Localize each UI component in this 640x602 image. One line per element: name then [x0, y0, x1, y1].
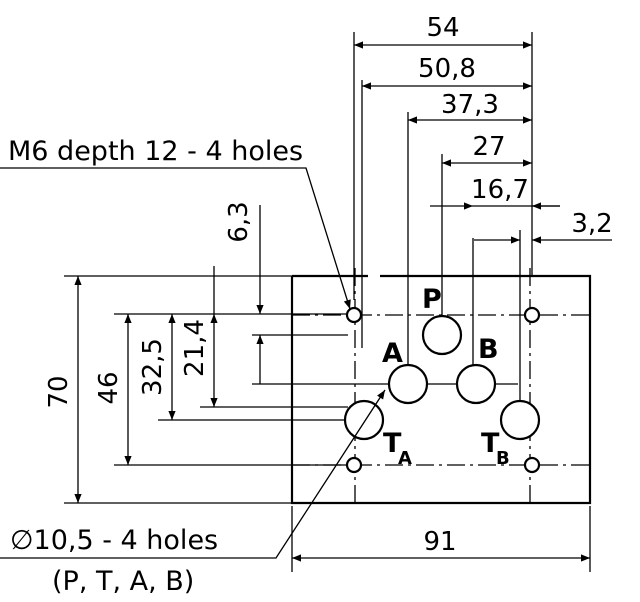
dim-54: 54: [426, 13, 459, 43]
port-label-ta: T: [383, 428, 402, 459]
thread-hole-bottom-left: [345, 456, 363, 474]
dim-32-5: 32,5: [138, 338, 168, 396]
thread-note: M6 depth 12 - 4 holes: [8, 136, 303, 167]
port-label-tb-sub: B: [496, 448, 510, 469]
extension-lines-vertical: [291, 32, 591, 572]
thread-hole-top-right: [523, 306, 541, 324]
dim-3-2: 3,2: [571, 209, 612, 239]
dim-46: 46: [94, 371, 124, 404]
port-label-p: P: [422, 284, 442, 315]
port-label-a: A: [382, 338, 403, 369]
left-dimension-lines: [74, 205, 264, 503]
bore-leader: [0, 389, 386, 559]
top-dimension-lines: [354, 41, 612, 244]
leader-lines: [0, 167, 386, 559]
port-tb-hole: [499, 399, 541, 441]
dim-27: 27: [472, 132, 505, 162]
port-b-hole: [455, 363, 497, 405]
bore-ports-note: (P, T, A, B): [52, 566, 194, 597]
port-label-ta-sub: A: [398, 448, 412, 469]
thread-leader: [0, 167, 351, 310]
dim-91: 91: [423, 527, 456, 557]
thread-hole-bottom-right: [523, 456, 541, 474]
thread-hole-top-left: [345, 306, 363, 324]
port-a-hole: [387, 363, 429, 405]
port-p-hole: [421, 314, 463, 356]
port-holes: [343, 314, 541, 441]
port-ta-hole: [343, 399, 385, 441]
port-label-b: B: [478, 334, 499, 365]
dim-37-3: 37,3: [441, 90, 499, 120]
dim-70: 70: [44, 375, 74, 408]
dim-50-8: 50,8: [418, 54, 476, 84]
thread-holes: [345, 306, 541, 474]
port-label-tb: T: [481, 428, 500, 459]
dim-6-3: 6,3: [224, 201, 254, 242]
dim-16-7: 16,7: [471, 175, 529, 205]
dim-21-4: 21,4: [180, 319, 210, 377]
bore-note: ∅10,5 - 4 holes: [10, 525, 218, 556]
